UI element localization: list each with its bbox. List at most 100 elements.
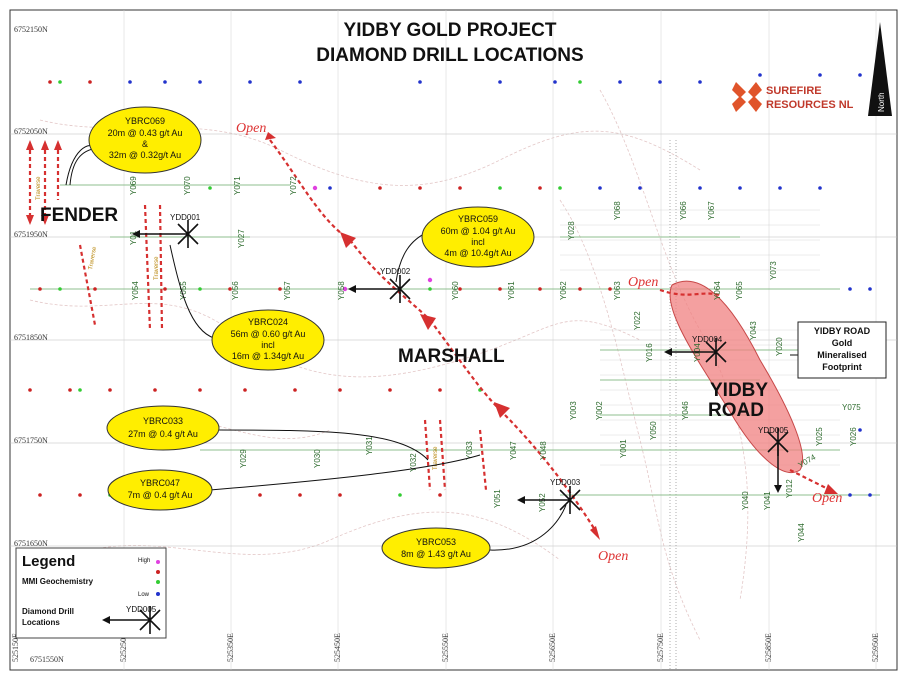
- svg-text:Y073: Y073: [769, 261, 778, 280]
- svg-text:Y055: Y055: [179, 281, 188, 300]
- svg-text:YBRC069: YBRC069: [125, 116, 165, 126]
- svg-text:Y068: Y068: [613, 201, 622, 220]
- svg-text:RESOURCES NL: RESOURCES NL: [766, 99, 854, 111]
- svg-text:YDD003: YDD003: [550, 478, 581, 487]
- svg-text:16m @ 1.34g/t Au: 16m @ 1.34g/t Au: [232, 351, 304, 361]
- svg-text:6752050N: 6752050N: [14, 127, 48, 136]
- svg-text:56m @ 0.60 g/t Au: 56m @ 0.60 g/t Au: [231, 329, 306, 339]
- drill-hole-ydd005[interactable]: YDD005: [758, 426, 789, 493]
- svg-text:Traverse: Traverse: [36, 176, 42, 200]
- svg-text:Traverse: Traverse: [154, 256, 160, 280]
- svg-text:Y016: Y016: [645, 343, 654, 362]
- svg-text:32m @ 0.32g/t Au: 32m @ 0.32g/t Au: [109, 150, 181, 160]
- callout-ybrc059: YBRC059 60m @ 1.04 g/t Au incl 4m @ 10.4…: [421, 206, 535, 268]
- svg-text:YIDBY ROAD: YIDBY ROAD: [814, 326, 871, 336]
- svg-text:incl: incl: [471, 237, 485, 247]
- svg-text:525950E: 525950E: [871, 633, 880, 662]
- svg-text:Diamond Drill: Diamond Drill: [22, 607, 74, 616]
- svg-text:Y027: Y027: [237, 229, 246, 248]
- svg-text:Y061: Y061: [507, 281, 516, 300]
- line-labels-row6: Y051 Y052 Y040 Y041 Y012 Y044: [493, 479, 806, 542]
- surefire-logo-icon: [732, 82, 762, 112]
- open-label: Open: [812, 491, 842, 506]
- svg-text:Y071: Y071: [233, 176, 242, 195]
- svg-text:YBRC024: YBRC024: [248, 317, 288, 327]
- svg-text:Y040: Y040: [741, 491, 750, 510]
- svg-text:525850E: 525850E: [764, 633, 773, 662]
- svg-text:Y026: Y026: [849, 427, 858, 446]
- svg-text:Y065: Y065: [735, 281, 744, 300]
- easting-labels: 525150E 525250E 525350E 525450E 525550E …: [11, 633, 880, 662]
- svg-text:Traverse: Traverse: [433, 446, 439, 470]
- svg-text:&: &: [142, 139, 148, 149]
- callout-ybrc033: YBRC033 27m @ 0.4 g/t Au: [106, 405, 220, 451]
- legend: Legend MMI Geochemistry High Low Diamond…: [15, 547, 167, 639]
- open-label: Open: [628, 275, 658, 290]
- traverse-labels: Traverse Traverse Traverse Traverse: [36, 176, 439, 470]
- svg-text:Y069: Y069: [129, 176, 138, 195]
- callout-ybrc069: YBRC069 20m @ 0.43 g/t Au & 32m @ 0.32g/…: [88, 106, 202, 174]
- svg-text:8m @ 1.43 g/t Au: 8m @ 1.43 g/t Au: [401, 549, 471, 559]
- northing-labels: 6752150N 6752050N 6751950N 6751850N 6751…: [14, 25, 64, 664]
- svg-text:Mineralised: Mineralised: [817, 350, 867, 360]
- line-labels-row3: Y054 Y055 Y056 Y057 Y058 Y060 Y061 Y062 …: [131, 261, 778, 300]
- surefire-logo: SUREFIRE RESOURCES NL: [732, 82, 854, 112]
- area-label-road: ROAD: [708, 400, 764, 421]
- legend-drill-symbol: [102, 606, 161, 634]
- svg-text:Y072: Y072: [289, 176, 298, 195]
- arrow-heads: [26, 132, 838, 540]
- svg-text:YDD001: YDD001: [170, 213, 201, 222]
- svg-text:60m @ 1.04 g/t Au: 60m @ 1.04 g/t Au: [441, 226, 516, 236]
- svg-text:YDD005: YDD005: [758, 426, 789, 435]
- svg-text:Y051: Y051: [493, 489, 502, 508]
- svg-text:Y050: Y050: [649, 421, 658, 440]
- svg-text:Gold: Gold: [832, 338, 853, 348]
- svg-text:YBRC059: YBRC059: [458, 214, 498, 224]
- svg-text:MMI Geochemistry: MMI Geochemistry: [22, 577, 94, 586]
- svg-text:Y066: Y066: [679, 201, 688, 220]
- svg-text:Y067: Y067: [707, 201, 716, 220]
- svg-text:YIDBY GOLD PROJECT: YIDBY GOLD PROJECT: [344, 20, 557, 41]
- svg-text:Locations: Locations: [22, 618, 60, 627]
- svg-text:525250E: 525250E: [119, 633, 128, 662]
- svg-text:DIAMOND DRILL LOCATIONS: DIAMOND DRILL LOCATIONS: [316, 45, 583, 66]
- svg-text:6752150N: 6752150N: [14, 25, 48, 34]
- area-label-marshall: MARSHALL: [398, 346, 505, 367]
- svg-text:SUREFIRE: SUREFIRE: [766, 85, 822, 97]
- svg-text:525750E: 525750E: [656, 633, 665, 662]
- svg-text:Y043: Y043: [749, 321, 758, 340]
- svg-text:27m @ 0.4 g/t Au: 27m @ 0.4 g/t Au: [128, 429, 198, 439]
- drill-hole-ydd001[interactable]: YDD001: [132, 213, 201, 248]
- svg-text:Y022: Y022: [633, 311, 642, 330]
- svg-text:Y012: Y012: [785, 479, 794, 498]
- svg-text:Y057: Y057: [283, 281, 292, 300]
- svg-text:Y048: Y048: [539, 441, 548, 460]
- callout-ybrc047: YBRC047 7m @ 0.4 g/t Au: [107, 469, 213, 511]
- svg-text:525150E: 525150E: [11, 633, 20, 662]
- open-label: Open: [236, 121, 266, 136]
- svg-text:Legend: Legend: [22, 553, 75, 570]
- svg-text:4m @ 10.4g/t Au: 4m @ 10.4g/t Au: [444, 248, 511, 258]
- svg-text:Y054: Y054: [131, 281, 140, 300]
- svg-text:6751750N: 6751750N: [14, 436, 48, 445]
- svg-text:6751550N: 6751550N: [30, 655, 64, 664]
- line-labels-row2: Y01 Y027 Y028 Y068 Y066 Y067: [129, 201, 716, 248]
- drill-hole-ydd002[interactable]: YDD002: [348, 267, 411, 303]
- svg-text:525650E: 525650E: [548, 633, 557, 662]
- svg-text:Y028: Y028: [567, 221, 576, 240]
- callout-ybrc053: YBRC053 8m @ 1.43 g/t Au: [381, 527, 491, 569]
- svg-text:Y063: Y063: [613, 281, 622, 300]
- svg-text:7m @ 0.4 g/t Au: 7m @ 0.4 g/t Au: [128, 490, 193, 500]
- svg-text:North: North: [877, 92, 886, 112]
- svg-text:Y060: Y060: [451, 281, 460, 300]
- drill-hole-ydd004[interactable]: YDD004: [664, 335, 727, 366]
- svg-text:Y047: Y047: [509, 441, 518, 460]
- svg-text:YDD002: YDD002: [380, 267, 411, 276]
- area-label-fender: FENDER: [40, 205, 118, 226]
- svg-text:Y020: Y020: [775, 337, 784, 356]
- svg-text:Y030: Y030: [313, 449, 322, 468]
- svg-text:Y062: Y062: [559, 281, 568, 300]
- drill-hole-ydd003[interactable]: YDD003: [517, 478, 581, 514]
- svg-text:Y046: Y046: [681, 401, 690, 420]
